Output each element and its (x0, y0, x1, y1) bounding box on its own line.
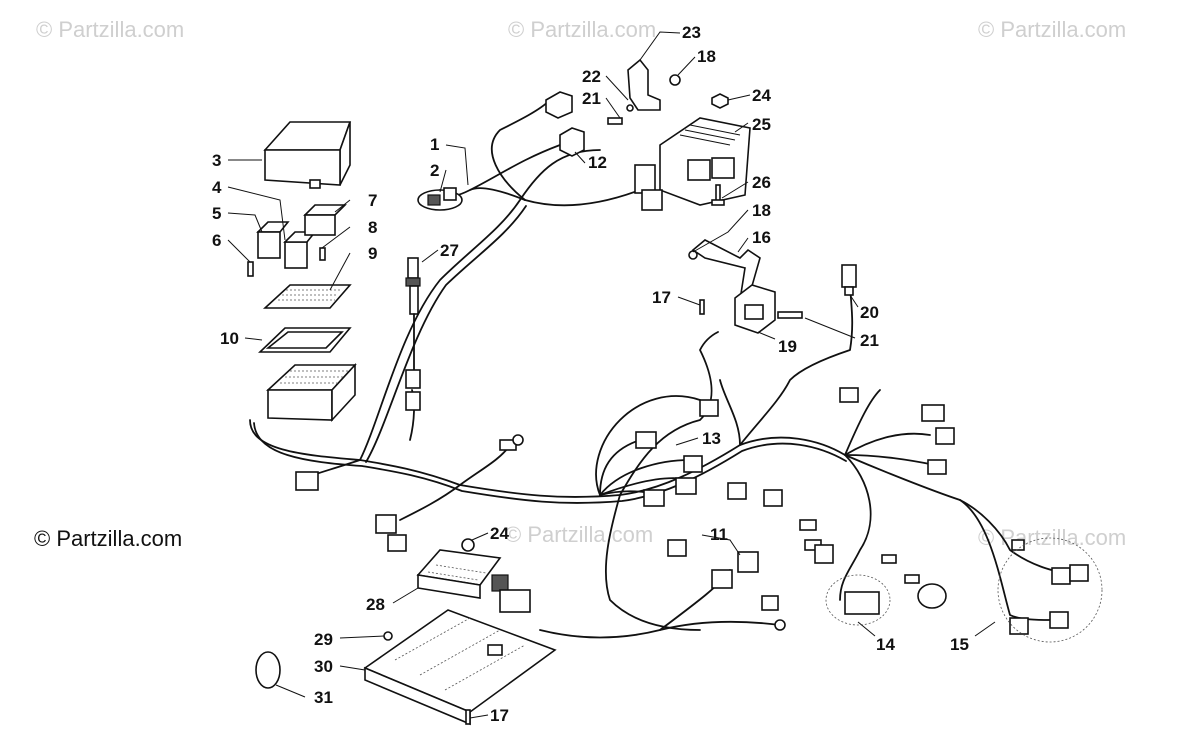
watermark: © Partzilla.com (978, 17, 1126, 42)
connector-group-14 (799, 519, 947, 626)
nut-24 (711, 93, 729, 109)
callout-4: 4 (212, 178, 222, 197)
fuse-box-base (265, 362, 357, 423)
callout-28: 28 (366, 595, 385, 614)
callout-17: 17 (652, 288, 671, 307)
bolt-26 (711, 184, 725, 206)
relay-small (303, 204, 347, 236)
fuse-panel-insert (262, 284, 352, 309)
callout-29: 29 (314, 630, 333, 649)
connector-12 (545, 91, 585, 157)
callout-24-lower: 24 (490, 524, 509, 543)
callout-18: 18 (752, 201, 771, 220)
watermark: © Partzilla.com (508, 17, 656, 42)
watermark: © Partzilla.com (36, 17, 184, 42)
connector-group-15 (997, 537, 1103, 643)
leader-lines (227, 31, 996, 719)
callout-19: 19 (778, 337, 797, 356)
callout-15: 15 (950, 635, 969, 654)
callout-20: 20 (860, 303, 879, 322)
callout-22: 22 (582, 67, 601, 86)
callout-17-lower: 17 (490, 706, 509, 725)
ecu-mounting-tray (363, 609, 557, 726)
ecu-module (416, 538, 531, 613)
callout-14: 14 (876, 635, 895, 654)
cable-tie (255, 651, 281, 689)
callout-5: 5 (212, 204, 221, 223)
callout-9: 9 (368, 244, 377, 263)
callout-27: 27 (440, 241, 459, 260)
callout-25: 25 (752, 115, 771, 134)
callout-2: 2 (430, 161, 439, 180)
callout-21-lower: 21 (860, 331, 879, 350)
callout-21: 21 (582, 89, 601, 108)
ignition-coil (699, 284, 803, 334)
harness-connectors (295, 387, 955, 631)
callout-13: 13 (702, 429, 721, 448)
fuse-box-cover (263, 121, 352, 189)
voltage-regulator (634, 117, 751, 211)
callout-6: 6 (212, 231, 221, 250)
callout-18-upper: 18 (697, 47, 716, 66)
callout-10: 10 (220, 329, 239, 348)
watermark: © Partzilla.com (978, 525, 1126, 550)
mount-bracket-top (607, 58, 681, 125)
watermark: © Partzilla.com (505, 522, 653, 547)
callout-8: 8 (368, 218, 377, 237)
callout-7: 7 (368, 191, 377, 210)
sensor-branch-harness (595, 379, 741, 496)
callout-16: 16 (752, 228, 771, 247)
sensor-connector (417, 187, 463, 211)
coil-bracket (688, 239, 761, 301)
callout-labels: 1 2 3 4 5 6 7 8 9 10 11 12 13 14 15 16 1… (212, 23, 969, 725)
callout-1: 1 (430, 135, 439, 154)
callout-31: 31 (314, 688, 333, 707)
spark-plug-cap (841, 264, 857, 296)
callout-26: 26 (752, 173, 771, 192)
callout-11: 11 (710, 525, 728, 544)
callout-3: 3 (212, 151, 221, 170)
fuse-box-gasket (258, 327, 352, 353)
oxygen-sensor (405, 257, 421, 411)
copyright-text: © Partzilla.com (34, 526, 183, 551)
callout-30: 30 (314, 657, 333, 676)
callout-12: 12 (588, 153, 607, 172)
callout-23: 23 (682, 23, 701, 42)
callout-24: 24 (752, 86, 771, 105)
